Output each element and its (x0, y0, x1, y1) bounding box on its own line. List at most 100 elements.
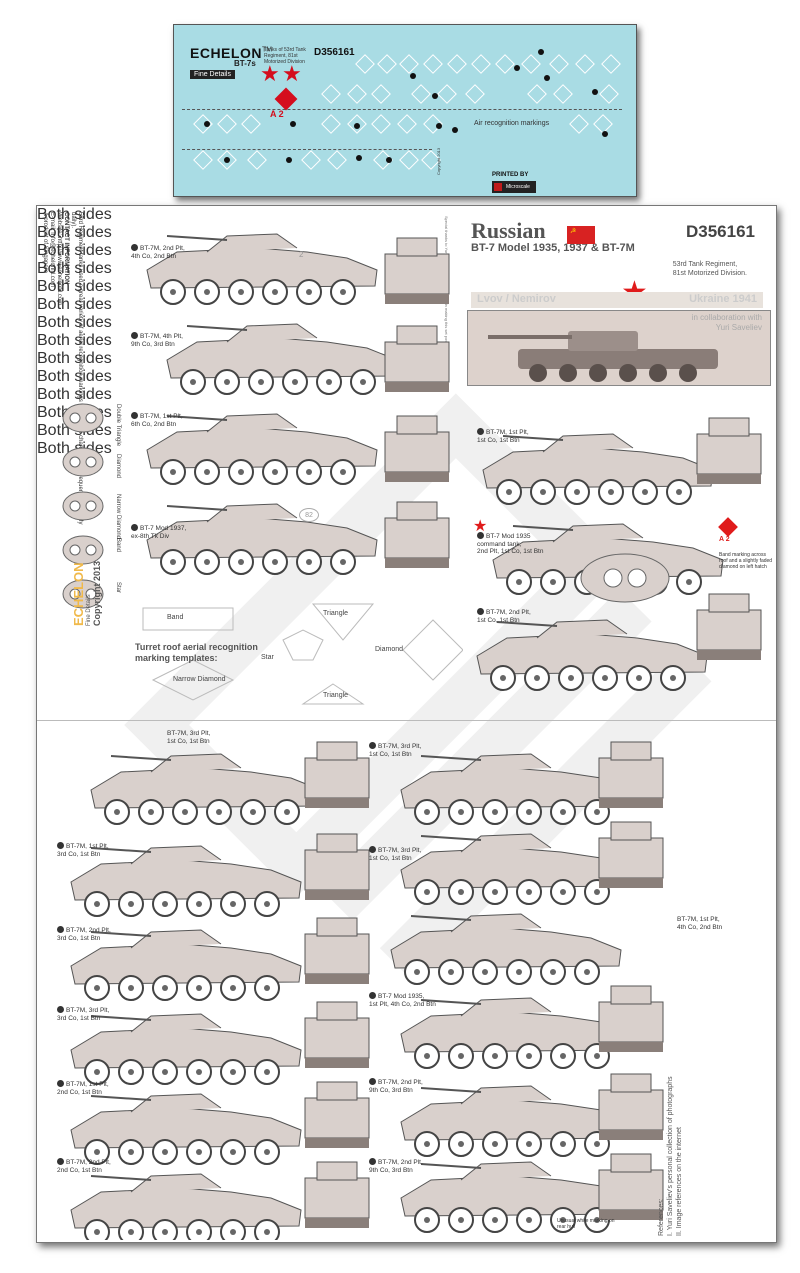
callout-number-icon (57, 1006, 64, 1013)
decal-white-diamond-icon (437, 84, 457, 104)
decal-white-diamond-icon (465, 84, 485, 104)
tank-lower-left-2-both-sides: Both sides (37, 296, 112, 313)
decal-white-diamond-icon (397, 114, 417, 134)
tank-right-2-star-icon: ★ (473, 518, 488, 535)
tank-right-1-both-sides: Both sides (37, 260, 112, 277)
template-narrow-diamond-label: Narrow Diamond (173, 676, 226, 683)
reference-2: II. Image references on the internet (676, 1127, 683, 1236)
tank-lower-left-6-both-sides: Both sides (37, 368, 112, 385)
decal-white-diamond-icon (399, 54, 419, 74)
decal-number-dot (544, 75, 550, 81)
turret-view-label: Star (115, 582, 121, 594)
template-triangle-label: Triangle (323, 610, 349, 617)
turret-view-label: Diamond (115, 454, 121, 479)
decal-number-dot (224, 157, 230, 163)
decal-copyright: Copyright 2013 (436, 147, 441, 175)
reference-photo: in collaboration with Yuri Saveliev (467, 310, 771, 386)
decal-fine-details: Fine Details (190, 70, 235, 79)
decal-cut-line (182, 109, 622, 110)
callout-number-icon (477, 428, 484, 435)
upper-right-tank-profiles (476, 417, 762, 691)
title-models: BT-7 Model 1935, 1937 & BT-7M (471, 242, 635, 254)
tank-lower-left-3-both-sides: Both sides (37, 314, 112, 331)
echelon-logo: ECHELON Fine Details Copyright 2013 (71, 526, 102, 626)
callout-number-icon (57, 1158, 64, 1165)
contact-website[interactable]: Website: http://www.echelonfd.com (56, 212, 62, 306)
title-code: D356161 (685, 222, 755, 241)
callout-number-icon (477, 608, 484, 615)
decal-red-diamond-icon (274, 87, 298, 111)
decal-white-diamond-icon (495, 54, 515, 74)
decal-desc: Tanks of 53rd Tank Regiment, 81st Motori… (264, 47, 306, 65)
decal-white-diamond-icon (447, 54, 467, 74)
tank-left-2-both-sides: Both sides (37, 224, 112, 241)
decal-sheet: ECHELONTM Fine Details BT-7s Tanks of 53… (173, 24, 637, 197)
tank-lower-right-1-both-sides: Both sides (37, 386, 112, 403)
decal-red-star-icon: ★ (282, 61, 302, 86)
callout-number-icon (369, 846, 376, 853)
decal-white-diamond-icon (601, 54, 621, 74)
decal-white-diamond-icon (321, 114, 341, 134)
decal-white-diamond-icon (569, 114, 589, 134)
callout-number-icon (369, 742, 376, 749)
tank-left-3-both-sides: Both sides (37, 242, 112, 259)
decal-number-dot (290, 121, 296, 127)
decal-white-diamond-icon (301, 150, 321, 170)
echelon-copyright: Copyright 2013 (92, 560, 102, 626)
decal-white-diamond-icon (217, 114, 237, 134)
decal-cut-line (182, 149, 432, 150)
photo-tank-silhouette (488, 331, 718, 382)
template-star-label: Star (261, 654, 274, 661)
decal-tm: TM (261, 46, 273, 54)
turret-roof-views (62, 403, 104, 609)
decal-code: D356161 (314, 47, 355, 58)
reference-1: I. Yuri Saveliev's personal collection o… (667, 1076, 674, 1236)
decal-number-dot (204, 121, 210, 127)
references-title: References: (658, 1198, 665, 1236)
title-unit: 53rd Tank Regiment, 81st Motorized Divis… (672, 261, 747, 277)
callout-number-icon (369, 992, 376, 999)
decal-model: BT-7s (234, 59, 256, 68)
decal-number-dot (602, 131, 608, 137)
decal-white-diamond-icon (527, 84, 547, 104)
rear-hull-note: Unusual white marking on rear hull (557, 1218, 615, 1230)
decal-white-diamond-icon (471, 54, 491, 74)
collab-credit: in collaboration with Yuri Saveliev (691, 313, 762, 332)
tank-lower-left-5-both-sides: Both sides (37, 350, 112, 367)
decal-marking: A 2 (270, 109, 284, 119)
decal-white-diamond-icon (247, 150, 267, 170)
decal-number-dot (386, 157, 392, 163)
turret-view-label: Double Triangle (115, 404, 121, 447)
tank-lower-left-4-both-sides: Both sides (37, 332, 112, 349)
decal-number-dot (538, 49, 544, 55)
template-triangle-label-2: Triangle (323, 692, 349, 699)
marking-templates (142, 603, 463, 705)
decal-white-diamond-icon (411, 84, 431, 104)
decal-white-diamond-icon (549, 54, 569, 74)
location-band: Lvov / Nemirov Ukraine 1941 (471, 292, 763, 308)
tank-right-3-both-sides: Both sides (37, 278, 112, 295)
decal-white-diamond-icon (371, 84, 391, 104)
callout-number-icon (131, 524, 138, 531)
callout-number-icon (369, 1078, 376, 1085)
decal-white-diamond-icon (321, 84, 341, 104)
decal-air-recognition-label: Air recognition markings (474, 120, 550, 127)
location-label: Lvov / Nemirov (477, 293, 556, 305)
decal-number-dot (592, 89, 598, 95)
decal-white-diamond-icon (423, 54, 443, 74)
contact-email[interactable]: E-mail: info@echelonfd.com (49, 212, 55, 288)
decal-printer-logo: Microscale Decals (492, 181, 536, 193)
decal-white-diamond-icon (327, 150, 347, 170)
band-marking-note: Band marking across roof and a slightly … (719, 552, 773, 570)
references-block: References: I. Yuri Saveliev's personal … (657, 1036, 684, 1236)
template-diamond-label: Diamond (375, 646, 404, 653)
callout-number-icon (477, 532, 484, 539)
decal-number-dot (286, 157, 292, 163)
decal-white-diamond-icon (377, 54, 397, 74)
sheet-fold-line (37, 720, 776, 721)
decal-white-diamond-icon (521, 54, 541, 74)
instruction-sheet: 53rd Regiment tanks used a great variety… (36, 205, 777, 1243)
contact-origin: A product of Singapore (42, 212, 48, 274)
decal-white-diamond-icon (355, 54, 375, 74)
